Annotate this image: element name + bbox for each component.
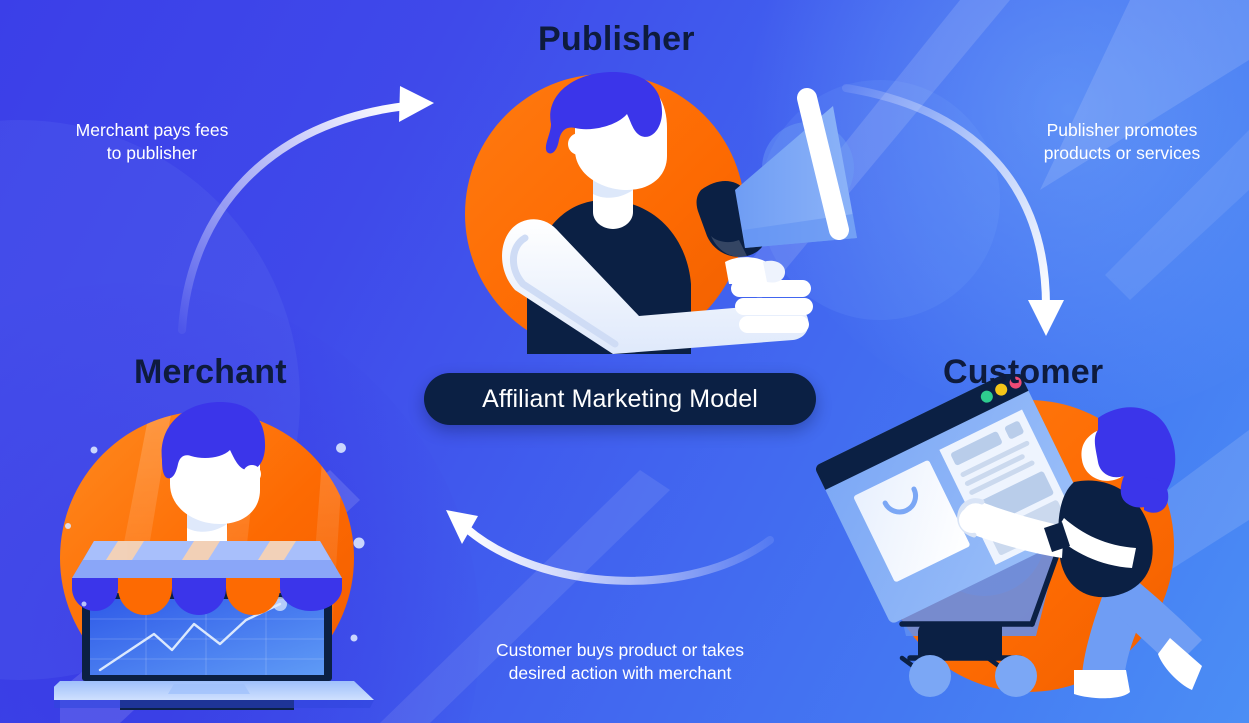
edge-label-merchant-to-publisher: Merchant pays fees to publisher	[75, 120, 229, 163]
page-title-merchant: Merchant	[134, 353, 287, 391]
center-model-badge: Affiliant Marketing Model	[424, 373, 816, 425]
edge-label-publisher-to-customer: Publisher promotes products or services	[1043, 120, 1201, 163]
edge-label-customer-to-merchant: Customer buys product or takes desired a…	[495, 640, 745, 683]
center-model-label: Affiliant Marketing Model	[482, 384, 758, 413]
page-title-publisher: Publisher	[538, 20, 695, 58]
customer-illustration	[806, 374, 1236, 704]
publisher-illustration	[463, 72, 861, 368]
page-title-customer: Customer	[943, 353, 1104, 391]
merchant-illustration	[54, 398, 384, 710]
